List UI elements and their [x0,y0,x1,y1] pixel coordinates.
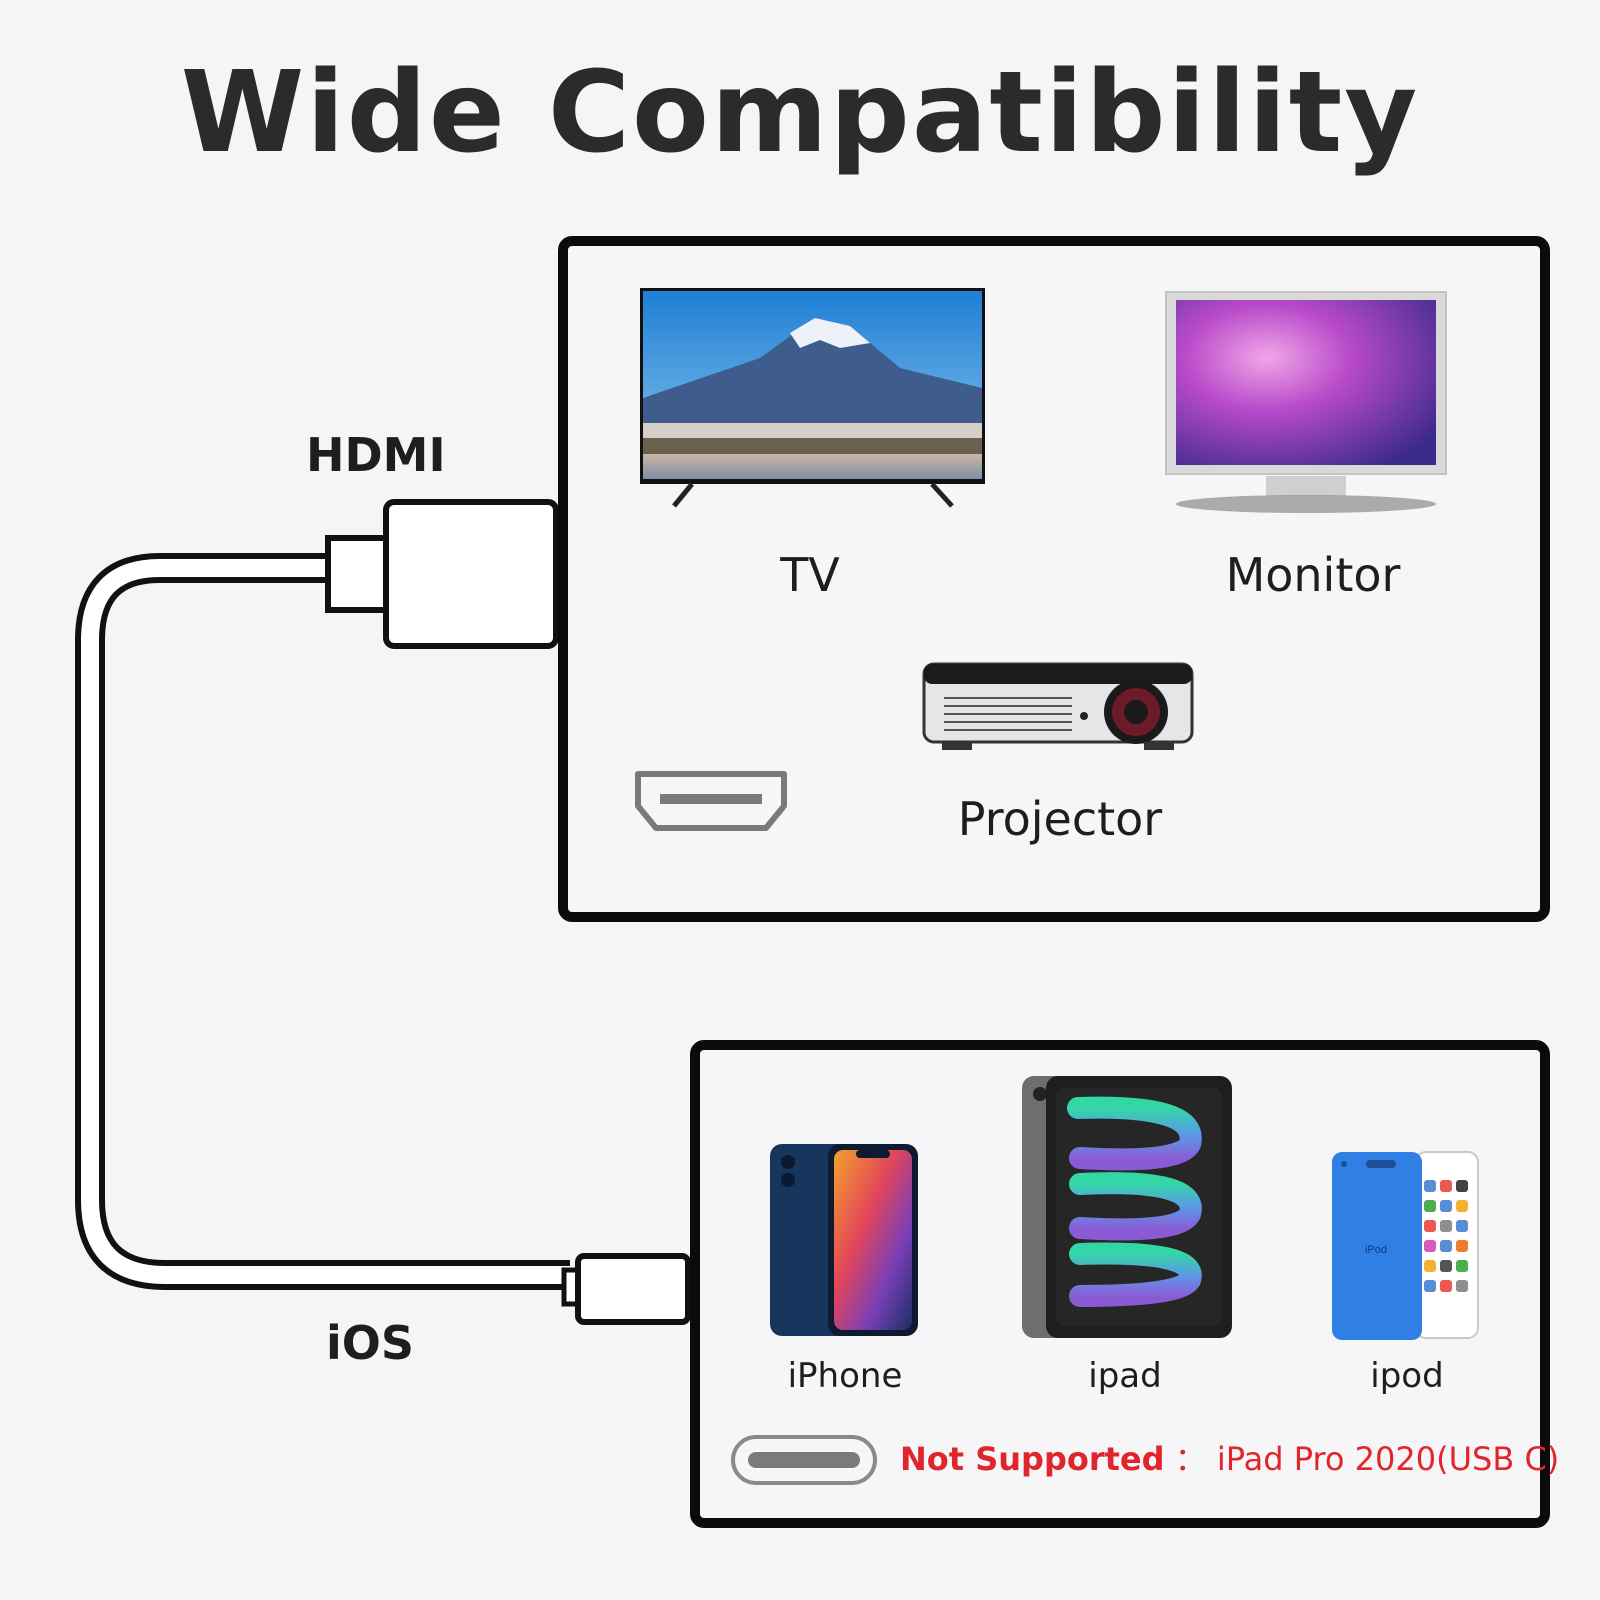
tv-icon [640,288,985,508]
hdmi-port-label: HDMI [306,428,446,482]
usb-c-port-icon [731,1435,877,1485]
not-supported-notice: Not Supported ： iPad Pro 2020(USB C) [900,1434,1559,1480]
tv-label: TV [780,548,840,602]
page-title: Wide Compatibility [180,48,1420,178]
not-supported-text: Not Supported [900,1440,1165,1478]
ipod-icon: iPod [1332,1151,1479,1340]
iphone-label: iPhone [787,1356,903,1396]
ios-plug-body [575,1253,691,1325]
monitor-label: Monitor [1225,548,1401,602]
ipad-label: ipad [1088,1356,1162,1396]
notice-separator: ： [1174,1440,1207,1478]
monitor-icon [1165,291,1447,513]
ipod-label: ipod [1370,1356,1444,1396]
ipad-icon [1022,1076,1232,1338]
hdmi-plug-collar [325,535,391,613]
hdmi-port-icon [635,771,787,831]
ipod-logo-text: iPod [1365,1244,1387,1256]
hdmi-plug-body [383,499,559,649]
iphone-icon [770,1144,918,1336]
projector-label: Projector [957,792,1163,846]
ios-port-label: iOS [326,1316,415,1370]
projector-icon [922,662,1194,750]
unsupported-product: iPad Pro 2020(USB C) [1216,1440,1560,1478]
